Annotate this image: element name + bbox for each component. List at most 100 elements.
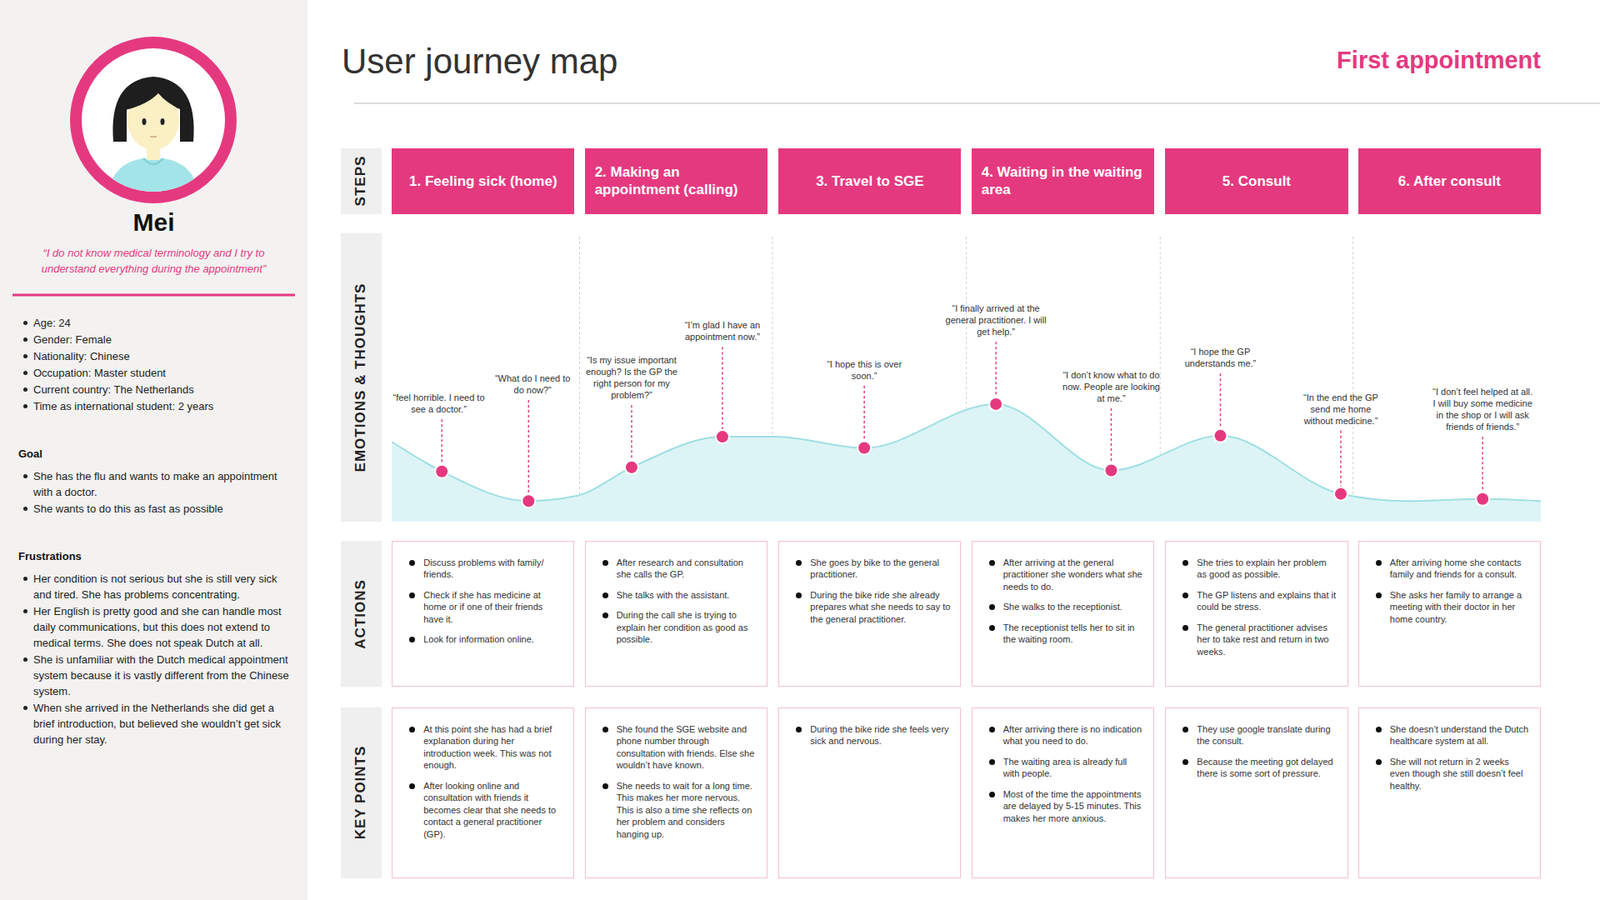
thought-quote: “I don’t know what to do now. People are… <box>1061 369 1160 405</box>
persona-name: Mei <box>0 208 308 237</box>
bullet-text: The general practitioner advises her to … <box>1182 621 1337 659</box>
step-box: 1. Feeling sick (home) <box>391 148 575 215</box>
emotion-curve-group <box>391 236 1541 522</box>
bullet-text: After looking online and consultation wi… <box>409 780 564 841</box>
thought-quote: “I don’t feel helped at all. I will buy … <box>1430 385 1535 433</box>
step-box: 6. After consult <box>1358 148 1541 215</box>
persona-panel <box>0 0 308 900</box>
step-title: 5. Consult <box>1222 172 1291 190</box>
bullet-text: During the bike ride she feels very sick… <box>795 723 950 748</box>
emotion-dot <box>715 430 730 444</box>
action-box: After research and consultation she call… <box>585 540 768 687</box>
leader-line <box>1110 408 1113 464</box>
step-title: 4. Waiting in the waiting area <box>981 163 1145 199</box>
column-divider <box>579 236 580 522</box>
bullet-text: During the call she is trying to explain… <box>602 609 757 646</box>
action-box: She goes by bike to the general practiti… <box>778 540 961 687</box>
bullet-text: Current country: The Netherlands <box>33 381 293 398</box>
bullet-text: After arriving there is no indication wh… <box>989 723 1144 748</box>
emotion-dot <box>1104 463 1118 477</box>
row-title: STEPS <box>352 155 370 207</box>
leader-line <box>1220 373 1222 429</box>
bullet-text: Discuss problems with family/ friends. <box>409 556 564 581</box>
bullet-text: She will not return in 2 weeks even thou… <box>1375 755 1530 793</box>
bullet-text: The receptionist tells her to sit in the… <box>989 621 1144 646</box>
emotion-dot <box>989 397 1003 411</box>
step-title: 2. Making an appointment (calling) <box>595 163 758 199</box>
avatar-mouth <box>150 135 157 138</box>
bullet-text: Look for information online. <box>409 633 564 646</box>
bullet-text: She needs to wait for a long time. This … <box>602 780 757 841</box>
avatar-eye <box>142 118 147 125</box>
bullet-text: Occupation: Master student <box>33 365 293 381</box>
action-box: After arriving at the general practition… <box>971 540 1155 687</box>
bullet-text: She walks to the receptionist. <box>989 600 1144 614</box>
row-header: KEY POINTS <box>340 707 382 880</box>
bullet-text: After arriving home she contacts family … <box>1375 556 1530 581</box>
bullet-text: She found the SGE website and phone numb… <box>602 723 757 772</box>
bullet-text: Most of the time the appointments are de… <box>989 788 1144 825</box>
key-point-box: At this point she has had a brief explan… <box>391 707 575 880</box>
emotion-dot <box>625 460 639 475</box>
persona-divider <box>12 294 295 297</box>
action-box: After arriving home she contacts family … <box>1358 540 1541 687</box>
row-title: KEY POINTS <box>352 745 370 840</box>
bullet-text: They use google translate during the con… <box>1182 723 1337 748</box>
page-subtitle: First appointment <box>1336 46 1541 75</box>
step-box: 4. Waiting in the waiting area <box>971 148 1155 215</box>
bullet-text: After arriving at the general practition… <box>989 556 1144 594</box>
thought-quote: “In the end the GP send me home without … <box>1295 391 1387 427</box>
avatar <box>70 36 237 209</box>
bullet-text: She has the flu and wants to make an app… <box>33 468 293 500</box>
row-header: EMOTIONS & THOUGHTS <box>340 233 382 521</box>
bullet-text: She wants to do this as fast as possible <box>33 500 293 517</box>
title-rule <box>354 102 1600 105</box>
bullet-text: When she arrived in the Netherlands she … <box>33 700 293 748</box>
emotion-dot <box>857 441 871 455</box>
bullet-text: Because the meeting got delayed there is… <box>1182 755 1337 780</box>
thought-quote: “feel horrible. I need to see a doctor.” <box>392 391 486 415</box>
emotion-dot <box>521 494 535 508</box>
key-point-box: She found the SGE website and phone numb… <box>585 707 768 880</box>
action-box: Discuss problems with family/ friends. Ch… <box>391 540 575 687</box>
bullet-text: Her English is pretty good and she can h… <box>33 603 293 651</box>
row-header: ACTIONS <box>340 540 382 687</box>
key-point-box: She doesn’t understand the Dutch healthc… <box>1358 707 1541 880</box>
leader-line <box>995 341 997 397</box>
step-box: 2. Making an appointment (calling) <box>585 148 768 215</box>
leader-line <box>528 400 530 494</box>
emotion-dot <box>1334 487 1348 501</box>
thought-quote: “I hope this is over soon.” <box>820 358 909 382</box>
key-point-box: They use google translate during the con… <box>1165 707 1348 880</box>
bullet-text: After research and consultation she call… <box>602 556 757 581</box>
emotion-dot <box>1213 429 1227 443</box>
thought-quote: “I finally arrived at the general practi… <box>944 302 1049 338</box>
row-header: STEPS <box>340 148 382 215</box>
bullet-text: She asks her family to arrange a meeting… <box>1375 589 1530 626</box>
bullet-text: The waiting area is already full with pe… <box>989 755 1144 780</box>
page-title: User journey map <box>341 41 618 82</box>
step-box: 5. Consult <box>1165 148 1348 215</box>
bullet-text: Gender: Female <box>33 331 293 348</box>
section-heading: Frustrations <box>18 550 308 563</box>
bullet-text: She goes by bike to the general practiti… <box>795 556 950 581</box>
bullet-text: She tries to explain her problem as good… <box>1182 556 1337 581</box>
bullet-text: Check if she has medicine at home or if … <box>409 589 564 626</box>
step-box: 3. Travel to SGE <box>778 148 961 215</box>
leader-line <box>1340 430 1342 487</box>
leader-line <box>721 346 724 430</box>
row-title: EMOTIONS & THOUGHTS <box>352 283 370 473</box>
thought-quote: “I hope the GP understands me.” <box>1178 345 1262 370</box>
bullet-text: At this point she has had a brief explan… <box>409 723 564 772</box>
step-title: 3. Travel to SGE <box>815 172 924 190</box>
section-heading: Goal <box>18 447 308 460</box>
bullet-text: Nationality: Chinese <box>33 348 293 365</box>
avatar-eye <box>160 118 165 125</box>
thought-quote: “I’m glad I have an appointment now.” <box>678 319 766 343</box>
row-title: ACTIONS <box>352 579 370 650</box>
bullet-text: She talks with the assistant. <box>602 589 757 602</box>
step-title: 6. After consult <box>1398 172 1501 190</box>
emotion-dot <box>435 465 449 479</box>
key-point-box: During the bike ride she feels very sick… <box>778 707 961 880</box>
